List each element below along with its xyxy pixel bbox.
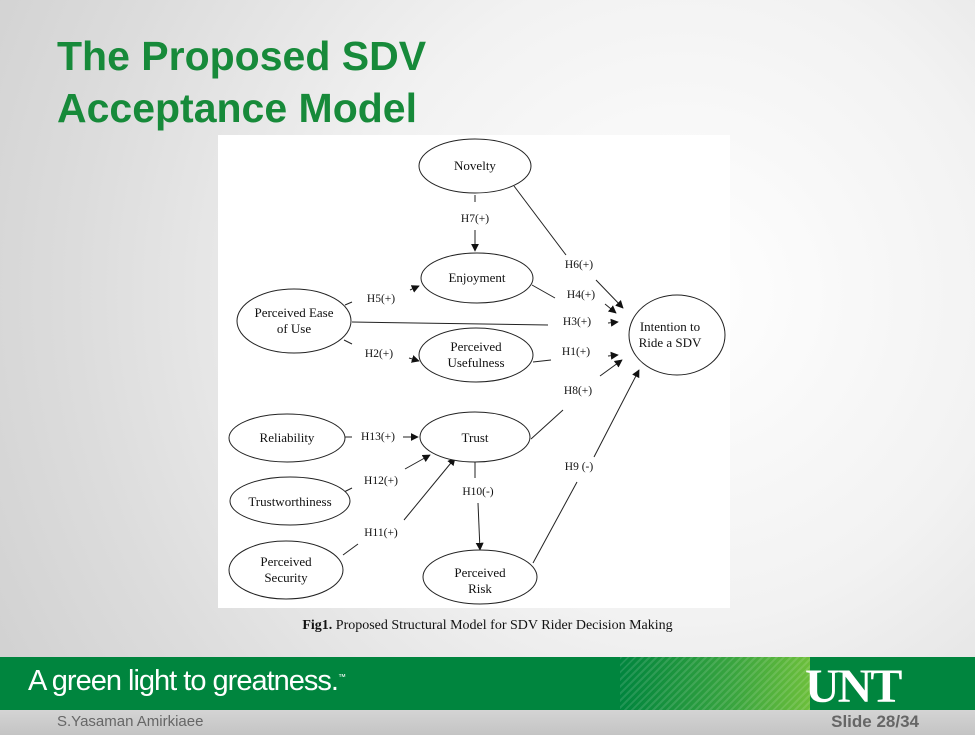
svg-text:Perceived: Perceived (454, 565, 506, 580)
svg-text:H9 (-): H9 (-) (565, 461, 594, 473)
svg-text:H11(+): H11(+) (364, 527, 398, 539)
svg-text:H5(+): H5(+) (367, 293, 395, 305)
slide-number: Slide 28/34 (831, 712, 919, 731)
figure-caption: Fig1. Proposed Structural Model for SDV … (302, 618, 673, 633)
svg-text:Perceived: Perceived (260, 554, 312, 569)
node-trustworthiness: Trustworthiness (229, 476, 351, 526)
tagline: A green light to greatness.™ (28, 665, 346, 697)
svg-text:Perceived Ease: Perceived Ease (254, 305, 333, 320)
svg-text:Ride a SDV: Ride a SDV (639, 335, 702, 350)
node-enjoyment: Enjoyment (420, 252, 534, 304)
svg-text:Reliability: Reliability (260, 430, 315, 445)
node-novelty: Novelty (418, 138, 532, 194)
svg-text:Novelty: Novelty (454, 158, 496, 173)
svg-text:H7(+): H7(+) (461, 213, 489, 225)
node-trust: Trust (419, 411, 531, 463)
decorative-stripes (620, 657, 810, 710)
svg-text:Perceived: Perceived (450, 339, 502, 354)
svg-text:H10(-): H10(-) (462, 486, 493, 498)
hypothesis-labels: H7(+) H6(+) H4(+) H3(+) H5(+) H2(+) H1(+… (361, 213, 595, 539)
svg-text:H6(+): H6(+) (565, 259, 593, 271)
svg-text:Intention to: Intention to (640, 319, 700, 334)
svg-text:Trust: Trust (462, 430, 489, 445)
svg-text:H13(+): H13(+) (361, 431, 395, 443)
unt-logo: UNT (805, 660, 902, 713)
svg-text:H2(+): H2(+) (365, 348, 393, 360)
svg-text:H4(+): H4(+) (567, 289, 595, 301)
svg-text:Usefulness: Usefulness (447, 355, 504, 370)
svg-text:Security: Security (264, 570, 308, 585)
footer-banner: A green light to greatness.™ UNT (0, 657, 975, 713)
svg-text:Enjoyment: Enjoyment (448, 270, 505, 285)
svg-text:H1(+): H1(+) (562, 346, 590, 358)
footer-strip: S.Yasaman Amirkiaee Slide 28/34 (0, 710, 975, 735)
svg-text:Trustworthiness: Trustworthiness (248, 494, 331, 509)
node-reliability: Reliability (228, 413, 346, 463)
svg-text:H3(+): H3(+) (563, 316, 591, 328)
svg-text:Risk: Risk (468, 581, 492, 596)
svg-text:H8(+): H8(+) (564, 385, 592, 397)
svg-text:of Use: of Use (277, 321, 312, 336)
edges (342, 185, 640, 564)
svg-text:H12(+): H12(+) (364, 475, 398, 487)
author-name: S.Yasaman Amirkiaee (57, 713, 204, 730)
